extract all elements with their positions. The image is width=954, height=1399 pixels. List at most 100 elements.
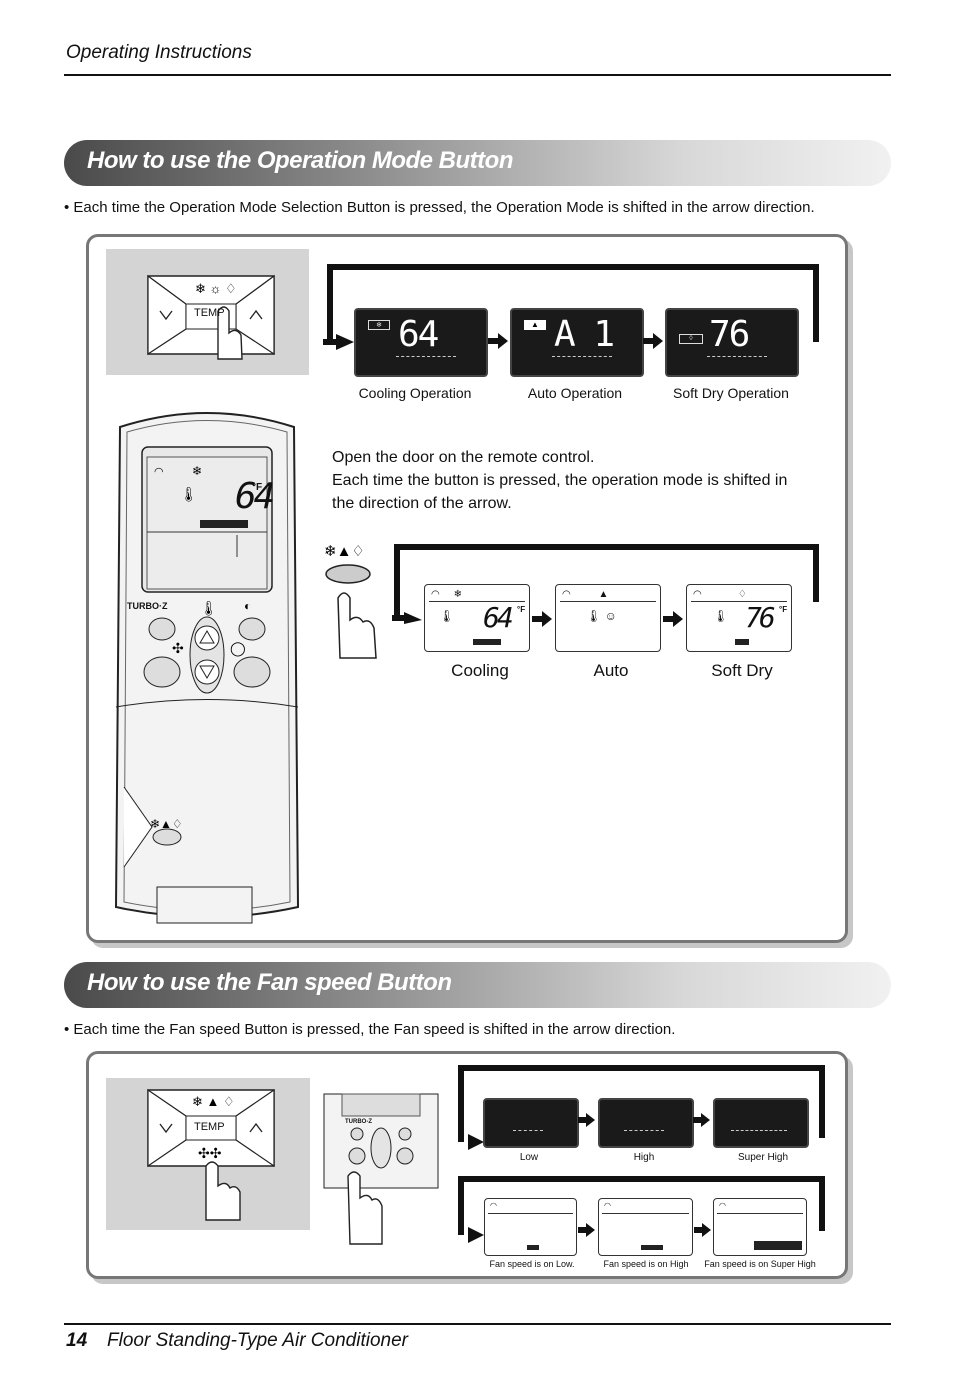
unit-fan-low[interactable] <box>483 1098 579 1148</box>
thermometer-icon: 🌡 <box>439 609 455 623</box>
arrow-right-icon <box>694 1223 711 1237</box>
unit-display-cooling[interactable]: ❄ 64 <box>354 308 488 377</box>
cooling-mode-icon: ❄ <box>368 320 390 330</box>
footer-title: Floor Standing-Type Air Conditioner <box>107 1330 408 1351</box>
remote-temp-softdry: 76 <box>745 601 776 634</box>
unit-display-auto[interactable]: ▲ A 1 <box>510 308 644 377</box>
svg-text:❄▲♢: ❄▲♢ <box>324 543 365 560</box>
remote-fan-high[interactable]: ◠ <box>598 1198 693 1256</box>
bullet-fan: • Each time the Fan speed Button is pres… <box>64 1021 676 1038</box>
fan-bar <box>754 1241 802 1250</box>
section-title-mode: How to use the Operation Mode Button <box>87 147 513 174</box>
fan-closeup-button-label: TEMP <box>194 1121 225 1133</box>
remote-fan-superhigh[interactable]: ◠ <box>713 1198 807 1256</box>
arrow-right-icon <box>532 611 552 627</box>
thermometer-icon: 🌡 ☺ <box>586 609 617 623</box>
mode-selection-button: ❄▲♢ <box>324 543 377 659</box>
arrow-right-icon <box>693 1113 710 1127</box>
fan-button-pad: ❄ ▲ ♢ ✣✣ <box>147 1088 275 1221</box>
unit-fan-high[interactable] <box>598 1098 694 1148</box>
remote-fan-low[interactable]: ◠ <box>484 1198 577 1256</box>
remote-display-cooling[interactable]: ◠ ❄ 🌡 64 °F <box>424 584 530 652</box>
footer-rule <box>64 1323 891 1325</box>
mode-remote-cycle-arrow <box>392 544 819 624</box>
fan-bar <box>735 639 749 645</box>
instruction-line-1: Open the door on the remote control. <box>332 449 595 466</box>
svg-text:◠: ◠ <box>154 466 164 478</box>
unit-fan-superhigh[interactable] <box>713 1098 809 1148</box>
bullet-mode: • Each time the Operation Mode Selection… <box>64 199 815 216</box>
arrow-right-icon <box>488 333 508 349</box>
mode-instruction: Open the door on the remote control. Eac… <box>332 446 812 515</box>
caption-fan-superhigh: Super High <box>737 1152 789 1163</box>
svg-text:◯: ◯ <box>230 640 246 657</box>
unit-display-softdry[interactable]: ◊ 76 <box>665 308 799 377</box>
signal-icon: ◠ <box>604 1201 611 1210</box>
section-banner-mode: How to use the Operation Mode Button <box>64 140 891 186</box>
signal-icon: ◠ <box>719 1201 726 1210</box>
remote-display-auto[interactable]: ◠ ▲ 🌡 ☺ <box>555 584 661 652</box>
caption-remote-fan-superhigh: Fan speed is on Super High <box>704 1259 816 1269</box>
remote-control: ◠ ❄ 🌡 ✣ ◯ 🌡 ◐ ❄▲♢ <box>114 412 300 924</box>
svg-text:❄: ❄ <box>192 464 202 478</box>
label-cooling: Cooling <box>451 661 509 680</box>
svg-text:🌡: 🌡 <box>200 600 218 616</box>
instruction-line-3: the direction of the arrow. <box>332 495 512 512</box>
section-banner-fan: How to use the Fan speed Button <box>64 962 891 1008</box>
unit-temp-auto: A 1 <box>554 314 615 355</box>
svg-text:✣: ✣ <box>172 640 184 656</box>
fan-bar <box>552 356 612 362</box>
svg-text:❄ ▲ ♢: ❄ ▲ ♢ <box>192 1094 235 1109</box>
svg-text:❄ ☼ ♢: ❄ ☼ ♢ <box>195 281 237 296</box>
mode-button-pad: ❄ ☼ ♢ <box>147 274 275 360</box>
signal-icon: ◠ ❄ <box>431 589 462 600</box>
caption-remote-fan-high: Fan speed is on High <box>603 1259 689 1269</box>
thermometer-icon: 🌡 <box>713 609 729 623</box>
mode-unit-cycle-arrow <box>323 264 819 350</box>
fan-bar <box>731 1130 787 1131</box>
fan-button-closeup: ❄ ▲ ♢ ✣✣ TEMP <box>106 1078 310 1230</box>
caption-remote-fan-low: Fan speed is on Low. <box>489 1259 575 1269</box>
signal-icon: ◠ <box>490 1201 497 1210</box>
signal-icon: ◠ ▲ <box>562 589 609 600</box>
small-remote-turbo-label: TURBO-Z <box>345 1119 372 1125</box>
arrow-right-icon <box>663 611 683 627</box>
unit-temp-cooling: 64 <box>398 314 439 355</box>
lcd-divider <box>429 601 525 602</box>
fan-bar <box>473 639 501 645</box>
lcd-divider <box>602 1213 689 1214</box>
mode-closeup-button-label: TEMP <box>194 307 225 319</box>
fan-bar <box>641 1245 663 1250</box>
lcd-divider <box>560 601 656 602</box>
fan-unit-cycle-arrow <box>458 1065 825 1150</box>
lcd-divider <box>691 601 787 602</box>
remote-unit-cooling: °F <box>517 605 526 614</box>
mode-button-closeup: ❄ ☼ ♢ TEMP <box>106 249 309 375</box>
remote-display-softdry[interactable]: ◠ ♢ 🌡 76 °F <box>686 584 792 652</box>
fan-bar <box>624 1130 664 1131</box>
label-softdry: Soft Dry <box>711 661 773 680</box>
fan-bar <box>707 356 767 362</box>
auto-mode-icon: ▲ <box>524 320 546 330</box>
remote-lcd-unit: °F <box>252 482 263 493</box>
header-rule <box>64 74 891 76</box>
fan-remote-cycle-arrow <box>458 1176 825 1243</box>
unit-temp-softdry: 76 <box>709 314 750 355</box>
page-number: 14 <box>66 1330 88 1351</box>
fan-bar <box>513 1130 543 1131</box>
svg-text:✣✣: ✣✣ <box>198 1145 222 1161</box>
remote-control-small <box>323 1093 439 1245</box>
caption-softdry-operation: Soft Dry Operation <box>673 385 789 401</box>
lcd-divider <box>488 1213 573 1214</box>
label-auto: Auto <box>593 661 629 680</box>
fan-bar <box>396 356 456 362</box>
page-header: Operating Instructions <box>66 42 252 63</box>
instruction-line-2: Each time the button is pressed, the ope… <box>332 472 788 489</box>
remote-temp-cooling: 64 <box>483 601 514 634</box>
arrow-right-icon <box>578 1113 595 1127</box>
remote-unit-softdry: °F <box>779 605 788 614</box>
caption-auto-operation: Auto Operation <box>527 385 623 401</box>
caption-fan-high: High <box>633 1152 655 1163</box>
arrow-right-icon <box>578 1223 595 1237</box>
softdry-mode-icon: ◊ <box>679 334 703 344</box>
